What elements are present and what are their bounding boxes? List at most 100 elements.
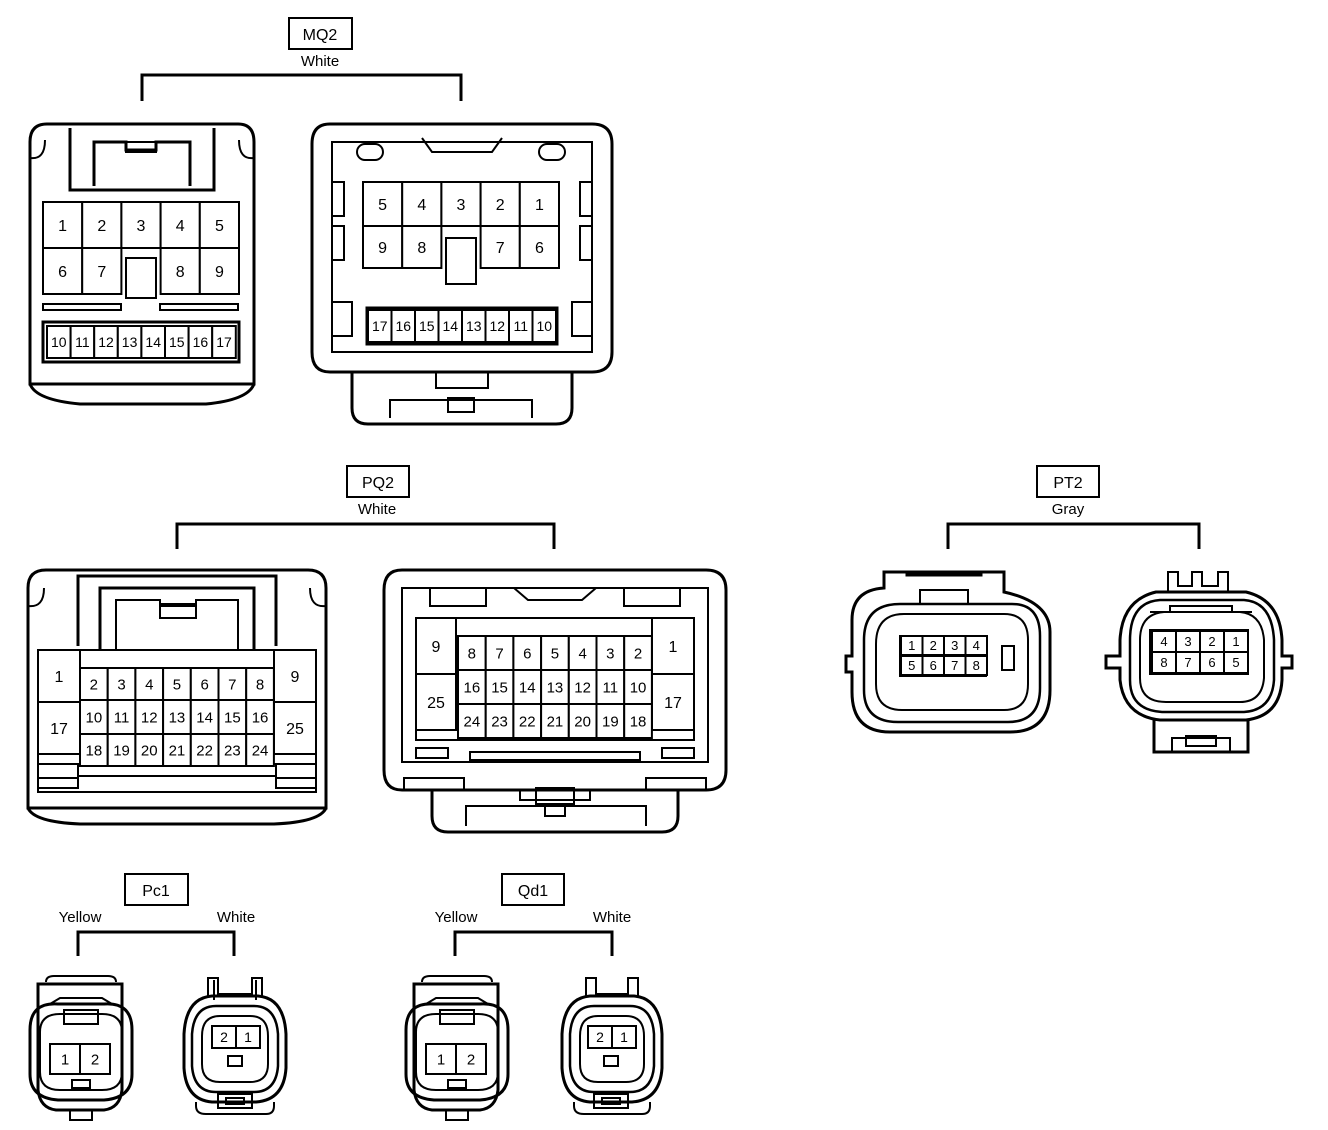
pq2l-r3-pin-number: 18 [86,742,103,759]
pt2r-r2-pin-number: 5 [1232,655,1239,670]
mq2r-r2-pin-number: 7 [496,240,505,257]
qd1r-row-pin-number: 1 [620,1029,628,1045]
mq2r-r2-pin-number: 9 [378,240,387,257]
pq2l-r1-pin-number: 5 [173,676,181,693]
mq2l-r3-pin-number: 16 [193,334,209,350]
pq2l-r2-pin-number: 10 [86,709,103,726]
pq2r-r2-pin-number: 14 [519,679,536,696]
qd1-label-box [501,873,565,906]
pq2r-r3-pin-number: 21 [547,713,564,730]
pq2r-cl-pin-cell [415,673,457,731]
pq2l-r3-pin-cell [162,733,192,767]
qd1l-row-pin-number: 2 [467,1051,475,1068]
pq2l-r3-pin-number: 23 [224,742,241,759]
pc1l-row-pin-cell [79,1043,111,1075]
pq2l-r3-pin-cell [217,733,248,767]
pq2r-r3-pin-number: 23 [491,713,508,730]
mq2r-r2-pin-number: 6 [535,240,544,257]
mq2r-r3-pin-number: 10 [536,318,552,334]
pq2l-cr-pin-number: 25 [286,721,304,738]
pq2l-r3-pin-cell [189,733,220,767]
pc1r-row-pin-number: 1 [244,1029,252,1045]
pc1-label-box [124,873,189,906]
qd1-bracket [453,930,614,956]
pq2r-r2-pin-cell [567,669,598,705]
mq2r-r2-pin-number: 8 [417,240,426,257]
pq2r-r1-pin-cell [595,635,626,671]
pq2l-r2-pin-cell [134,699,165,735]
mq2r-r3-pin-number: 11 [513,318,528,334]
pc1-bracket [76,930,236,956]
pq2r-r1-pin-number: 3 [606,645,614,662]
mq2-color: White [301,53,339,70]
pq2r-r3-pin-number: 18 [630,713,647,730]
mq2r-r3-pin-number: 17 [372,318,388,334]
pq2l-r3-pin-number: 24 [252,742,269,759]
mq2r-r1-pin-number: 3 [457,197,466,214]
pq2r-r2-pin-cell [484,669,515,705]
pt2r-r1-pin-number: 1 [1232,634,1239,649]
mq2r-r2-pin-cell [401,225,443,269]
pt2r-r2-pin-number: 6 [1208,655,1215,670]
pq2-id: PQ2 [362,475,394,492]
pq2r-r1-pin-number: 8 [468,645,476,662]
qd1l-row-pin-cell [455,1043,487,1075]
mq2l-r1-pin-number: 3 [137,218,146,235]
pq2l-r3-pin-number: 21 [169,742,186,759]
pq2l-r1-pin-number: 7 [228,676,236,693]
mq2r-r3-pin-number: 14 [442,318,458,334]
pq2l-cl-pin-number: 17 [50,721,68,738]
pq2r-r3-pin-number: 19 [602,713,619,730]
qd1l-row-pin-number: 1 [437,1051,445,1068]
mq2l-r1-pin-number: 2 [97,218,106,235]
pq2r-cr-pin-number: 17 [664,695,682,712]
pq2l-r2-pin-number: 16 [252,709,269,726]
pq2r-r3-pin-cell [567,703,598,739]
pt2-id: PT2 [1053,475,1082,492]
mq2l-r2-pin-cell [81,247,123,295]
mq2r-r1-pin-cell [479,181,521,227]
mq2l-r3-pin-number: 14 [145,334,161,350]
pt2l-r1-pin-number: 4 [973,638,980,653]
pq2-color: White [358,501,396,518]
qd1r-row-pin-number: 2 [596,1029,604,1045]
qd1r-row-pin-cell [611,1025,637,1049]
qd1-color-right: White [593,909,631,926]
mq2r-r3-pin-number: 13 [466,318,482,334]
pq2l-r1-pin-number: 6 [200,676,208,693]
pq2l-r3-pin-number: 19 [113,742,130,759]
pt2l-r2-pin-number: 6 [930,658,937,673]
pq2r-r2-pin-cell [512,669,543,705]
pq2r-r1-pin-number: 6 [523,645,531,662]
mq2l-r2-pin-number: 6 [58,264,67,281]
pq2l-r1-pin-cell [162,667,192,701]
pt2-label-box [1036,465,1100,498]
pq2l-r2-pin-number: 13 [169,709,186,726]
pq2r-r1-pin-number: 7 [495,645,503,662]
mq2-label-box [288,17,353,50]
mq2l-r2-pin-cell [198,247,241,295]
mq2r-r3-pin-number: 15 [419,318,435,334]
mq2r-r1-pin-cell [440,181,482,227]
pq2l-r3-pin-cell [106,733,137,767]
mq2-id: MQ2 [303,27,338,44]
pt2-color: Gray [1052,501,1085,518]
pq2l-r2-pin-cell [162,699,192,735]
pq2r-r3-pin-number: 22 [519,713,536,730]
mq2l-r3-pin-number: 12 [98,334,114,350]
pq2l-r1-pin-number: 4 [145,676,153,693]
mq2-bracket [140,73,463,101]
pq2r-r3-pin-number: 24 [464,713,481,730]
mq2l-r3-pin-cell [211,325,237,359]
pq2r-r1-pin-number: 2 [634,645,642,662]
mq2l-r3-pin-number: 10 [51,334,67,350]
